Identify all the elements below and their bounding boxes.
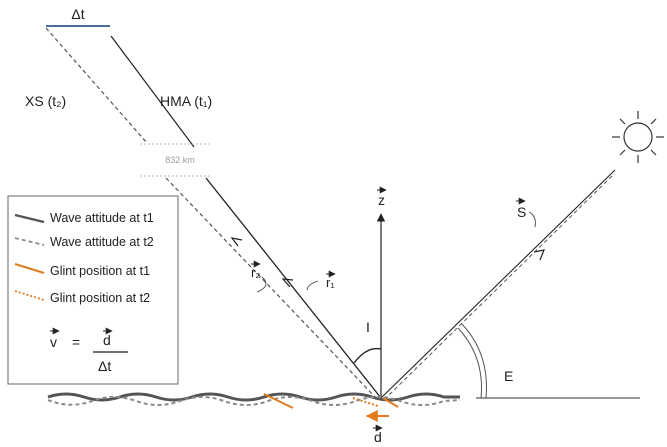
legend-item-glint-t1: Glint position at t1: [14, 263, 150, 278]
r1-arrow-icon: [281, 278, 294, 288]
svg-text:r₂: r₂: [251, 265, 260, 280]
angle-e-arc-outer: [461, 323, 487, 399]
svg-text:v: v: [50, 334, 57, 350]
legend-item-glint-t2: Glint position at t2: [14, 290, 150, 305]
r1-label-group: r₁: [306, 270, 336, 291]
svg-text:d: d: [374, 429, 382, 445]
r2-arrow-icon: [230, 237, 243, 247]
sun-ray: [380, 169, 616, 399]
svg-text:Δt: Δt: [98, 358, 111, 374]
svg-text:=: =: [72, 334, 80, 350]
svg-text:Glint position at t1: Glint position at t1: [50, 264, 150, 278]
z-label-group: z: [377, 186, 387, 208]
angle-e-label: E: [504, 368, 513, 384]
svg-text:Wave attitude at t2: Wave attitude at t2: [50, 235, 154, 249]
velocity-formula: v = d Δt: [50, 327, 128, 374]
hma-label: HMA (t₁): [160, 93, 212, 109]
legend: Wave attitude at t1 Wave attitude at t2 …: [7, 195, 179, 385]
svg-text:d: d: [103, 332, 111, 348]
dt-label: Δt: [71, 6, 84, 22]
s-arrow-icon: [533, 249, 545, 261]
svg-text:S: S: [517, 204, 526, 220]
r2-label-group: r₂: [251, 260, 267, 293]
s-label-group: S: [516, 197, 536, 228]
legend-item-wave-t2: Wave attitude at t2: [14, 235, 154, 249]
legend-item-wave-t1: Wave attitude at t1: [14, 211, 154, 225]
angle-i-label: I: [366, 319, 370, 335]
svg-text:Glint position at t2: Glint position at t2: [50, 291, 150, 305]
svg-text:r₁: r₁: [326, 275, 335, 290]
hma-ray-r1: [205, 177, 382, 399]
svg-text:Wave attitude at t1: Wave attitude at t1: [50, 211, 154, 225]
hma-ray-upper: [110, 35, 195, 148]
wave-t2: [47, 396, 461, 406]
glint-t1-left: [263, 393, 294, 409]
distance-label: 832 km: [165, 155, 195, 165]
glint-t2-center: [352, 397, 379, 407]
d-label-group: d: [373, 424, 383, 445]
xs-label: XS (t₂): [25, 93, 66, 109]
xs-ray-r2: [165, 177, 377, 399]
sun-icon: [612, 111, 664, 163]
svg-text:z: z: [378, 192, 385, 208]
angle-i-arc: [353, 347, 382, 364]
angle-e-arc-inner: [457, 327, 483, 399]
xs-ray-upper: [45, 27, 148, 144]
sun-ray-dash: [385, 175, 613, 399]
glint-t1-center: [382, 397, 399, 408]
